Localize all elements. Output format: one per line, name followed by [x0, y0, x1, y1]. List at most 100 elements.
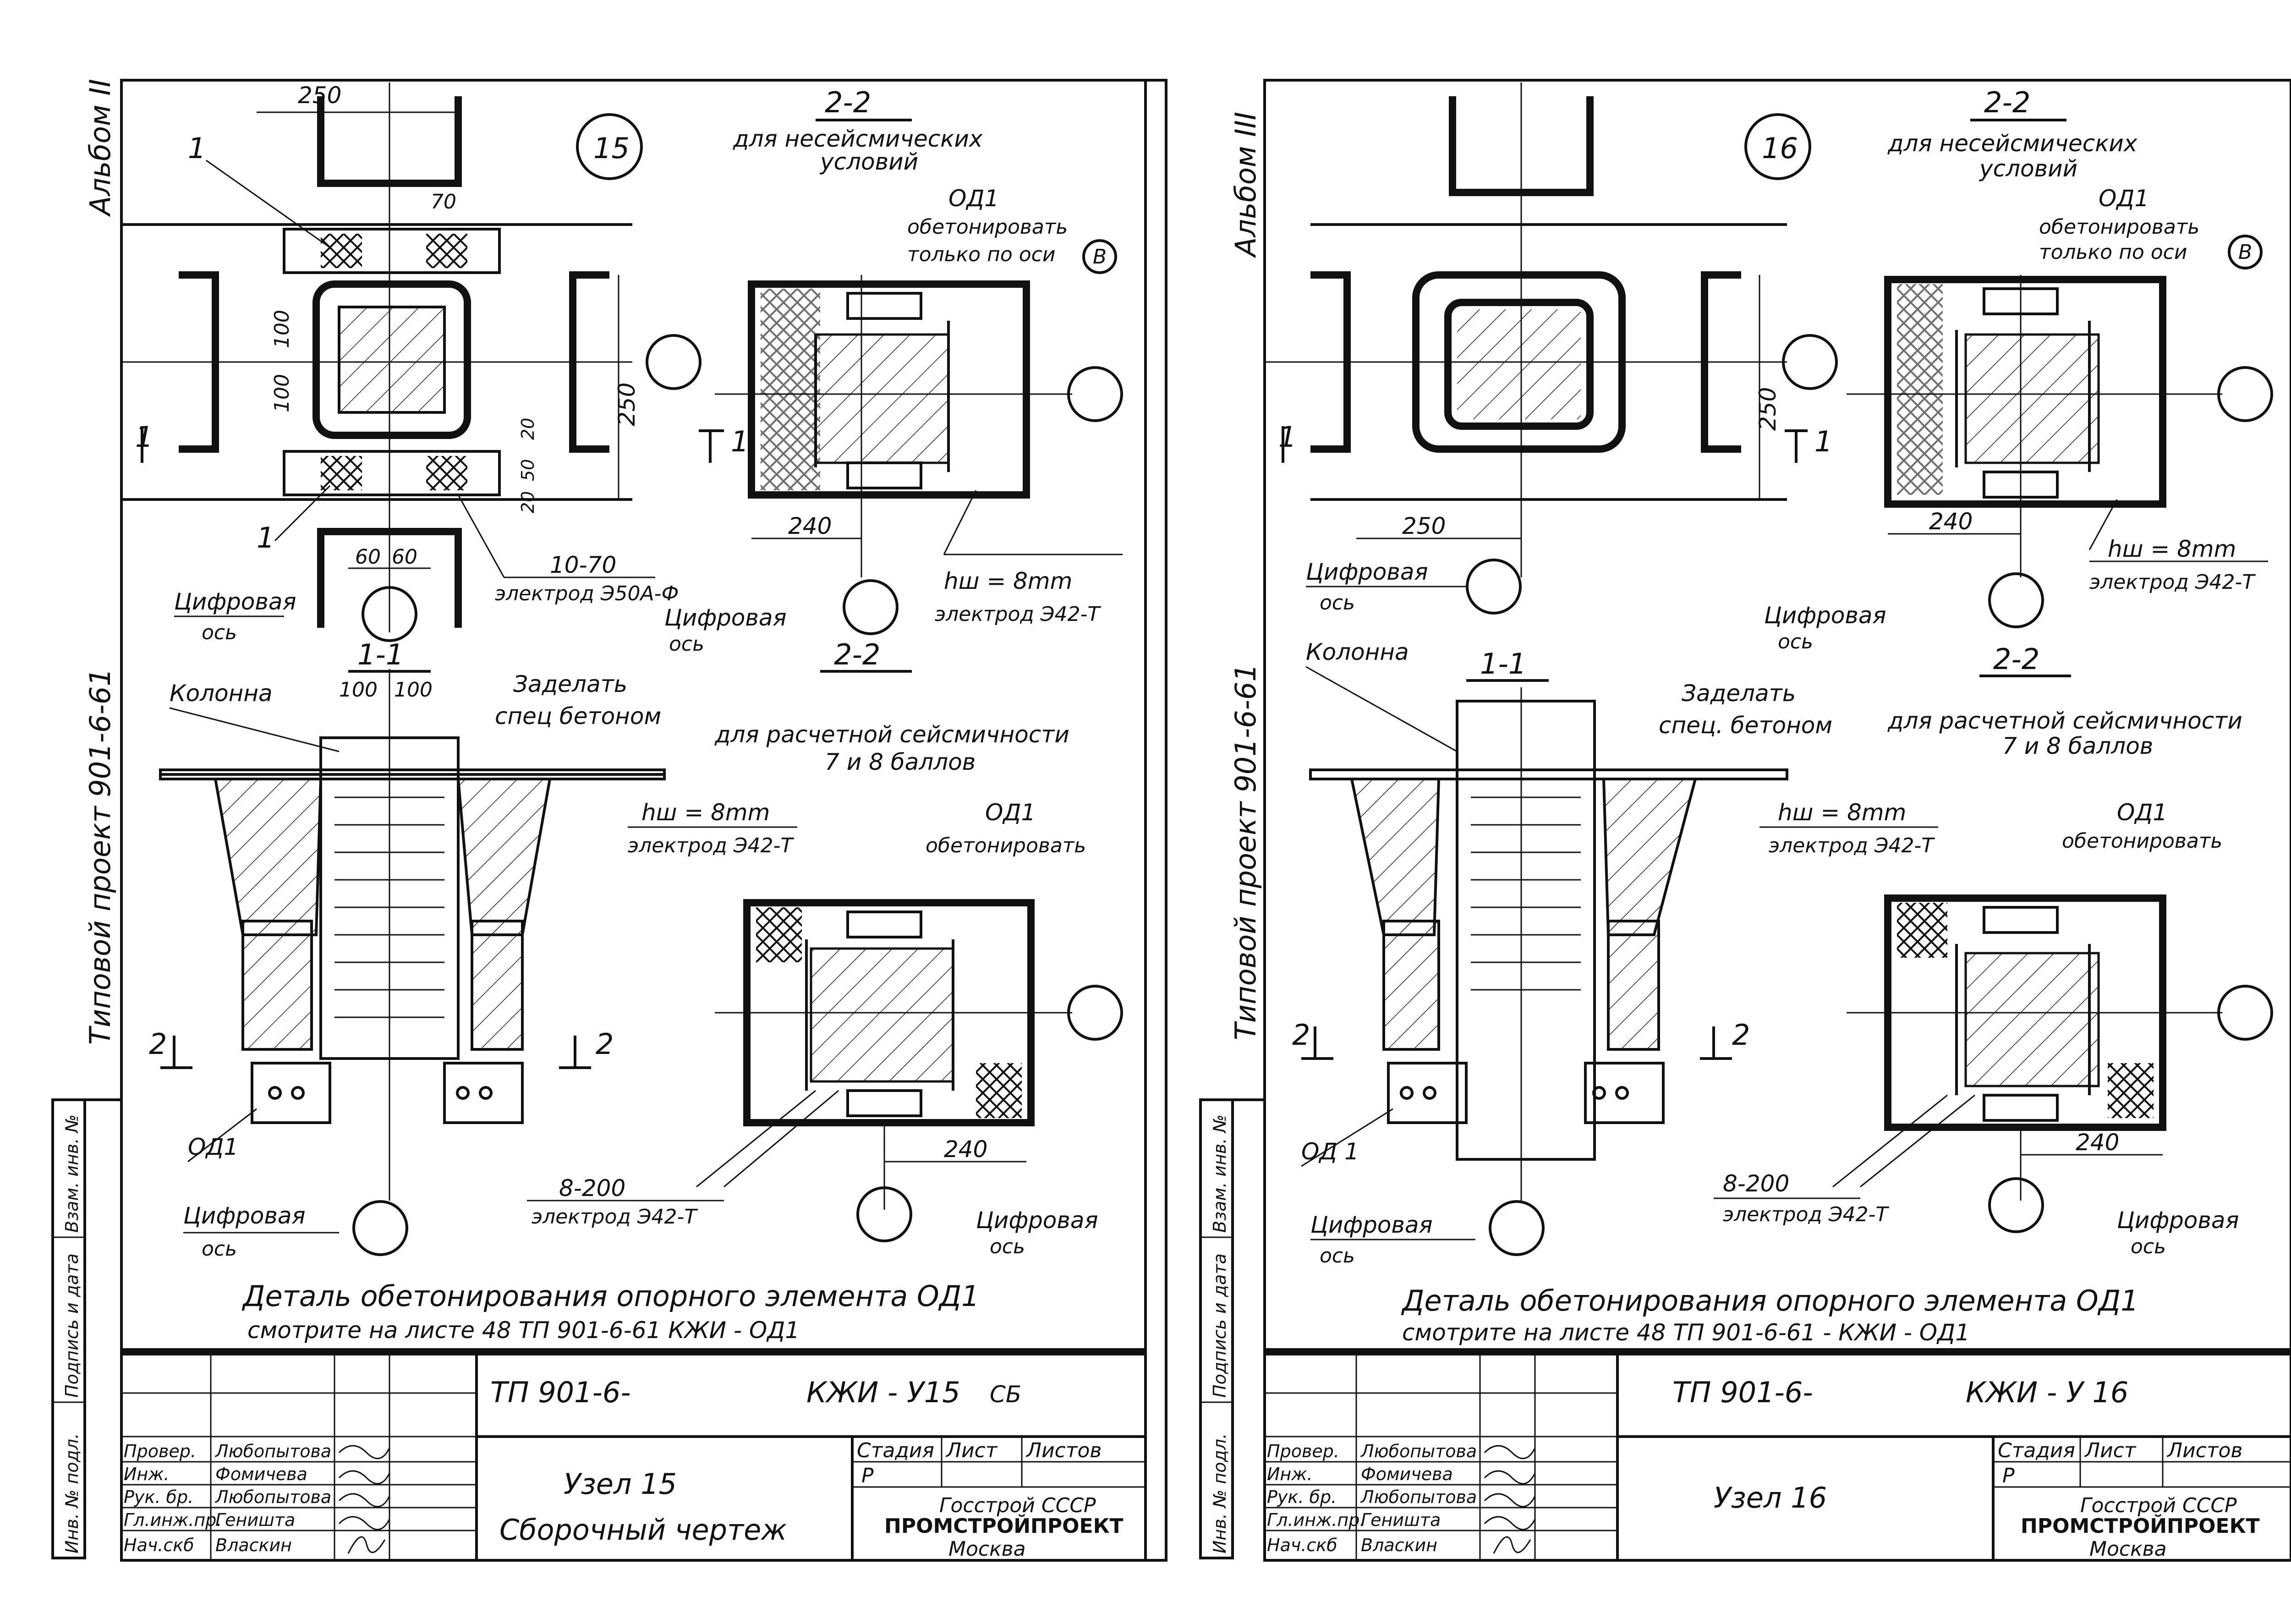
name-3: Геништа: [215, 1510, 295, 1530]
dim-240-top-2: 240: [1929, 508, 1973, 535]
electrode-e42-bot: электрод Э42-Т: [532, 1205, 698, 1229]
sec-1-1-title-2: 1-1: [1480, 647, 1526, 680]
seismic-2: 7 и 8 баллов: [825, 749, 976, 775]
stage-value-2: Р: [2002, 1464, 2015, 1487]
digital-axis-a-2: Цифровая: [1306, 559, 1428, 585]
weld-10-70: 10-70: [550, 552, 616, 578]
stamp-mark-2: КЖИ - У 16: [1966, 1376, 2128, 1409]
electrode-e42-bot-2: электрод Э42-Т: [1723, 1203, 1889, 1226]
section-22-title-2: 2-2: [1984, 86, 2030, 119]
electrode-e42-mid-2: электрод Э42-Т: [1769, 834, 1935, 857]
name-3-2: Геништа: [1361, 1510, 1441, 1530]
side-stamp-inv-2: Инв. № подл.: [1210, 1433, 1230, 1553]
detail-note-2-2: смотрите на листе 48 ТП 901-6-61 - КЖИ -…: [1402, 1319, 1970, 1346]
cut-2-right: 2: [596, 1027, 614, 1061]
signature-2-2: [1484, 1493, 1536, 1508]
dim-240-top: 240: [788, 513, 832, 539]
detail-note-1-2: Деталь обетонирования опорного элемента …: [1401, 1284, 2139, 1317]
dim-240-bot-2: 240: [2076, 1129, 2119, 1156]
sheet-frame: [120, 79, 1167, 1562]
stamp-title-1: Узел 15: [564, 1467, 677, 1501]
section-22b-title-2: 2-2: [1993, 642, 2039, 676]
side-stamp-vzam-2: Взам. инв. №: [1210, 1114, 1230, 1233]
dim-50: 50: [518, 459, 538, 481]
album-label-2: Альбом III: [1229, 112, 1262, 258]
role-2-2: Рук. бр.: [1267, 1487, 1337, 1507]
org-3-2: Москва: [2089, 1537, 2167, 1561]
od-label: ОД1: [948, 185, 999, 212]
signature-1: [338, 1470, 390, 1485]
signature-4: [347, 1536, 386, 1554]
weld-8-200-2: 8-200: [1723, 1170, 1789, 1197]
electrode-e50a: электрод Э50А-Ф: [495, 582, 679, 605]
digital-axis-d-2: Цифровая: [2117, 1207, 2239, 1234]
concrete-note2-2: только по оси: [2039, 241, 2187, 264]
side-stamp-sign: Подпись и дата: [62, 1253, 82, 1398]
concrete-note1: обетонировать: [907, 215, 1068, 239]
name-0: Любопытова: [214, 1441, 331, 1461]
section-2-2-seismic: 2-2 для расчетной сейсмичности 7 и 8 бал…: [527, 638, 1123, 1258]
section-2-2-nonseismic: 2-2 для несейсмических условий ОД1 обето…: [664, 86, 1123, 656]
section-mark-left: 1: [135, 420, 153, 454]
digital-axis-b2: ось: [669, 632, 704, 656]
node-number-circle: [576, 113, 643, 180]
dim-100b: 100: [270, 374, 294, 412]
od-label-2-2: ОД1: [2117, 799, 2167, 826]
digital-axis-a2: ось: [202, 621, 237, 644]
stage-header: Стадия: [857, 1439, 934, 1462]
name-4: Власкин: [215, 1535, 292, 1555]
weld-8-200: 8-200: [559, 1175, 625, 1202]
title-block: ТП 901-6- КЖИ - У15 СБ Узел 15 Сборочный…: [121, 1348, 1146, 1561]
sec-1-1-title: 1-1: [357, 638, 404, 671]
dim-60b: 60: [392, 545, 417, 569]
role-4: Нач.скб: [124, 1535, 194, 1555]
digital-axis-b-2: Цифровая: [1764, 602, 1886, 629]
org-2: ПРОМСТРОЙПРОЕКТ: [884, 1514, 1124, 1538]
digital-axis-c2-2: ось: [1320, 1244, 1355, 1267]
concrete-note1-2: обетонировать: [2039, 215, 2199, 239]
side-stamp-vzam: Взам. инв. №: [62, 1114, 82, 1233]
weld-hw-mid-2: hш = 8mm: [1778, 799, 1906, 826]
sheet-node-16: Альбом III Типовой проект 901-6-61 Инв. …: [1199, 79, 2291, 1562]
dim-250-bot-2: 250: [1402, 513, 1446, 539]
zadelat-1: Заделать: [513, 671, 627, 697]
org-1-2: Госстрой СССР: [2080, 1494, 2237, 1517]
name-4-2: Власкин: [1361, 1535, 1437, 1555]
od-label-2: ОД1: [985, 799, 1036, 826]
dim-250-side: 250: [614, 383, 640, 426]
seismic-1: для расчетной сейсмичности: [714, 721, 1069, 748]
axis-letter: В: [1093, 245, 1107, 269]
zadelat-2: спец бетоном: [495, 703, 661, 730]
detail-note-1: Деталь обетонирования опорного элемента …: [241, 1279, 980, 1313]
side-stamp-2: Инв. № подл. Подпись и дата Взам. инв. №: [1199, 1098, 1265, 1559]
kolonna-label: Колонна: [170, 680, 273, 707]
role-0: Провер.: [124, 1441, 196, 1461]
name-1: Фомичева: [215, 1464, 307, 1484]
dim-240-bot: 240: [944, 1136, 987, 1163]
digital-axis-a2-2: ось: [1320, 591, 1355, 614]
side-stamp-inv: Инв. № подл.: [62, 1433, 82, 1553]
signature-0: [338, 1445, 390, 1459]
digital-axis-d2-2: ось: [2131, 1235, 2166, 1258]
electrode-e42-mid: электрод Э42-Т: [628, 834, 794, 857]
obetonirovat-2: обетонировать: [2062, 829, 2222, 853]
stage-value: Р: [861, 1464, 874, 1487]
node-number-2: 16: [1762, 132, 1798, 165]
stamp-title-1-2: Узел 16: [1714, 1481, 1827, 1514]
sheet-header: Лист: [945, 1439, 998, 1462]
side-stamp-sign-2: Подпись и дата: [1210, 1253, 1230, 1398]
section-22-title: 2-2: [825, 86, 871, 119]
weld-hw-top-2: hш = 8mm: [2108, 536, 2236, 562]
section-mark-left-2: 1: [1278, 420, 1296, 454]
role-3: Гл.инж.пр.: [124, 1510, 222, 1530]
plan-view: 250 70 100 100 250 20 50 20 60 60 1 1 1 …: [121, 82, 749, 644]
role-0-2: Провер.: [1267, 1441, 1339, 1461]
digital-axis-a: Цифровая: [174, 588, 296, 615]
album-label: Альбом II: [83, 79, 117, 217]
signature-2: [338, 1493, 390, 1508]
zadelat-2-2: спец. бетоном: [1659, 712, 1832, 739]
digital-axis-b2-2: ось: [1778, 630, 1813, 653]
section-1-1-2: 1-1 Колонна Заделать спец. бетоном: [1292, 639, 1832, 1267]
digital-axis-c-2: Цифровая: [1310, 1212, 1433, 1238]
